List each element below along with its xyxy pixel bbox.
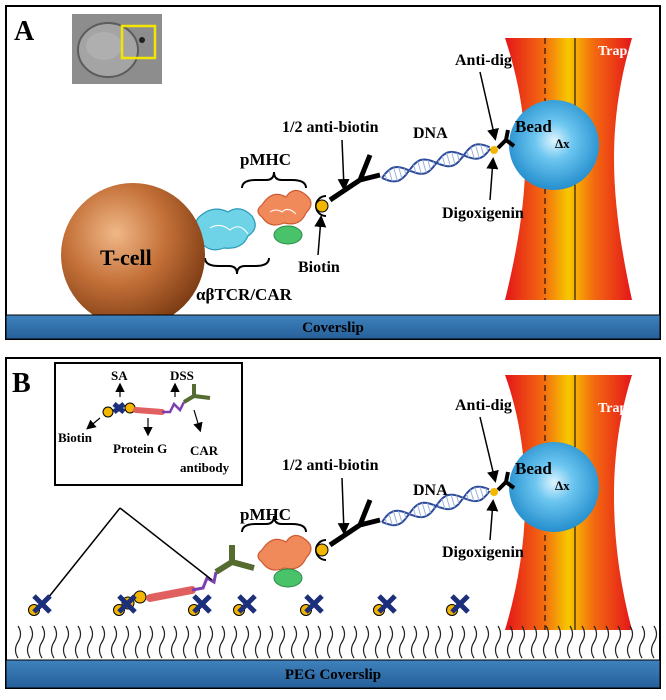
inset-car-label-2: antibody — [180, 460, 230, 475]
dx-label-b: Δx — [555, 478, 570, 493]
trap-label: Trap — [598, 44, 628, 59]
panel-b: B Trap Bead Δx Anti-dig Digoxigenin DNA … — [6, 358, 660, 688]
dx-label: Δx — [555, 136, 570, 151]
bead — [509, 100, 599, 190]
half-anti-biotin-label: 1/2 anti-biotin — [282, 119, 379, 136]
peg-coverslip-label: PEG Coverslip — [285, 667, 381, 683]
bead-b — [509, 442, 599, 532]
digoxigenin-label: Digoxigenin — [442, 205, 524, 222]
t-cell-label: T-cell — [100, 245, 152, 270]
pmhc-label: pMHC — [240, 150, 291, 169]
biotin-label: Biotin — [298, 259, 340, 276]
panel-a: A Trap Bead Δx Anti-dig Digoxigenin DN — [6, 6, 660, 339]
biotin-mark — [316, 200, 328, 212]
dna-label: DNA — [413, 125, 448, 142]
inset-dss-label: DSS — [170, 368, 194, 383]
anti-dig-label: Anti-dig — [455, 52, 512, 69]
dna-label-b: DNA — [413, 482, 448, 499]
digoxigenin-label-b: Digoxigenin — [442, 544, 524, 561]
inset-box: SA DSS Biotin Protein G CAR antibody — [55, 363, 242, 485]
trap-label-b: Trap — [598, 401, 628, 416]
inset-protein-g-label: Protein G — [113, 441, 167, 456]
inset-sa-label: SA — [111, 368, 128, 383]
microscope-image — [72, 14, 162, 84]
inset-car-label-1: CAR — [190, 443, 219, 458]
tcr-car-label: αβTCR/CAR — [196, 285, 293, 304]
digoxigenin-mark — [490, 146, 498, 154]
anti-dig-label-b: Anti-dig — [455, 397, 512, 414]
inset-biotin-label: Biotin — [58, 430, 93, 445]
bead-label: Bead — [515, 117, 552, 136]
digoxigenin-mark-b — [490, 488, 498, 496]
half-anti-biotin-label-b: 1/2 anti-biotin — [282, 457, 379, 474]
panel-b-letter: B — [12, 368, 31, 399]
biotin-mark-b — [316, 544, 328, 556]
panel-a-letter: A — [14, 16, 35, 47]
bead-label-b: Bead — [515, 459, 552, 478]
coverslip-label: Coverslip — [302, 320, 364, 336]
pmhc-label-b: pMHC — [240, 505, 291, 524]
